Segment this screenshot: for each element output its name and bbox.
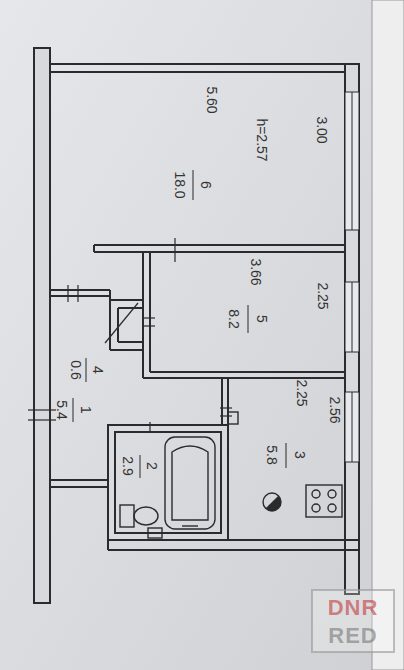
dimension-label: 1 [79,406,93,414]
watermark: DNR [328,597,379,619]
dimension-label: 4 [91,366,105,374]
dimension-label: 18.0 [173,171,187,198]
dimension-label: 5.4 [55,400,69,419]
dimension-label: 2.56 [328,396,342,423]
dimension-label: 3 [293,451,307,459]
dimension-label: 2.25 [295,379,309,406]
paper-edge [372,0,404,670]
dimension-label: 8.2 [227,309,241,328]
dimension-label: 0.6 [69,360,83,379]
gas-symbol [266,496,285,515]
door-ticks [28,238,232,432]
fixtures [120,412,342,538]
dimension-label: 5.8 [265,445,279,464]
dimension-label: 2 [145,462,159,470]
dimension-label: 3.66 [249,258,263,285]
watermark: RED [328,625,377,647]
watermark-frame [312,590,394,652]
dimension-label: 5 [255,315,269,323]
dimension-label: 2.9 [121,456,135,475]
windows [345,92,359,462]
dimension-label: h=2.57 [255,118,269,161]
dimension-label: 5.60 [205,86,219,113]
fraction-bars [73,170,286,478]
dimension-label: 6 [199,181,213,189]
dimension-label: 2.25 [316,282,330,309]
dimension-label: 3.00 [315,116,329,143]
walls [34,48,359,603]
